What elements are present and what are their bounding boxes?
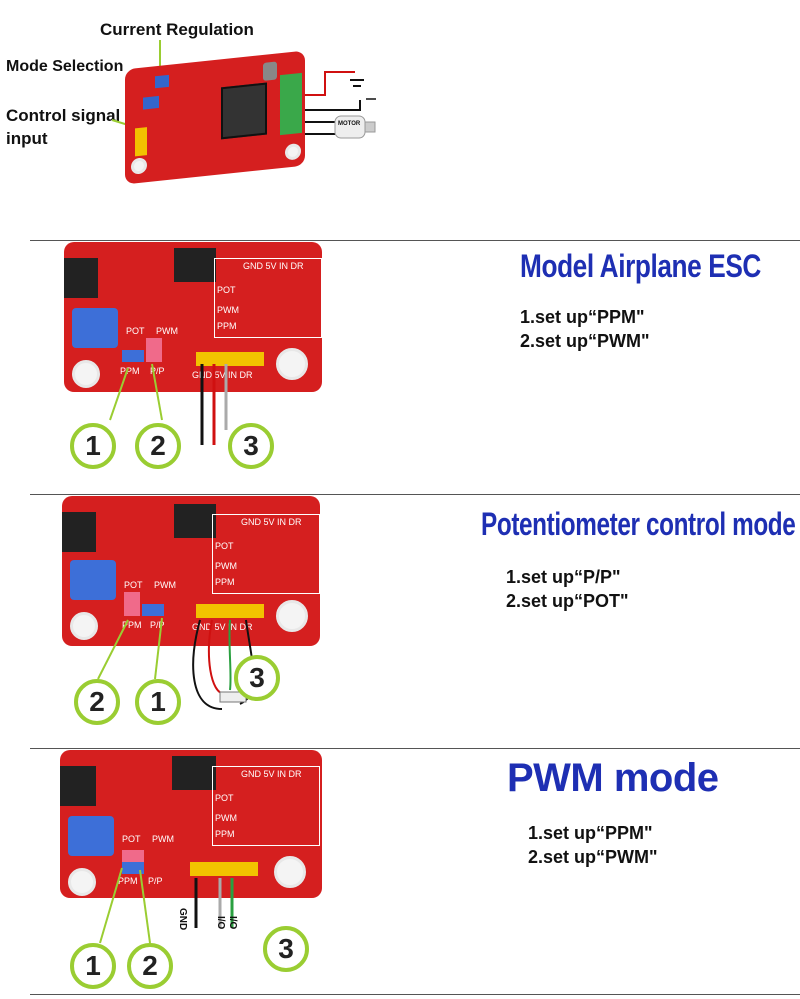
screw-terminal xyxy=(280,72,302,136)
jumper-pot xyxy=(124,592,140,616)
jumper-label-pot: POT xyxy=(126,326,145,336)
ic-chip xyxy=(174,248,216,282)
wires-section-1 xyxy=(109,363,228,445)
jumper-label-pp: P/P xyxy=(148,876,163,886)
board-section-3: GND 5V IN DR POT PWM PPM POT PWM PPM P/P xyxy=(60,750,322,898)
step-2: 2.set up“POT" xyxy=(506,591,629,611)
jumper-label-pot: POT xyxy=(124,580,143,590)
potentiometer xyxy=(72,308,118,348)
potentiometer xyxy=(68,816,114,856)
ic-chip xyxy=(172,756,216,790)
label-current-regulation: Current Regulation xyxy=(100,20,254,39)
board-section-2: GND 5V IN DR POT PWM PPM POT PWM PPM P/P… xyxy=(62,496,320,646)
jumper-label-ppm: PPM xyxy=(120,366,140,376)
label-mode-selection: Mode Selection xyxy=(6,58,124,75)
marker-2: 2 xyxy=(127,943,173,989)
jumper-pwm xyxy=(146,338,162,362)
regulator-chip xyxy=(62,512,96,552)
mount-hole xyxy=(276,348,308,380)
table-row-ppm: PPM xyxy=(215,829,235,839)
potentiometer xyxy=(155,74,169,89)
signal-header xyxy=(135,127,147,157)
wire-label-gnd: GND xyxy=(177,908,188,931)
jumper-ppm xyxy=(122,350,144,362)
mode-table: GND 5V IN DR POT PWM PPM xyxy=(212,514,320,594)
jumper-label-pwm: PWM xyxy=(154,580,176,590)
table-row-pot: POT xyxy=(215,541,234,551)
section-title: Potentiometer control mode xyxy=(481,506,796,542)
mode-table: GND 5V IN DR POT PWM PPM xyxy=(212,766,320,846)
step-2: 2.set up“PWM" xyxy=(528,847,658,867)
table-row-pot: POT xyxy=(215,793,234,803)
mode-table: GND 5V IN DR POT PWM PPM xyxy=(214,258,322,338)
capacitor xyxy=(263,61,277,81)
wires-section-3 xyxy=(99,867,234,944)
step-1: 1.set up“PPM" xyxy=(520,307,645,327)
board-section-1: GND 5V IN DR POT PWM PPM POT PWM PPM P/P… xyxy=(64,242,322,392)
table-row-pwm: PWM xyxy=(215,813,237,823)
marker-1: 1 xyxy=(70,423,116,469)
marker-3: 3 xyxy=(234,655,280,701)
marker-2: 2 xyxy=(135,423,181,469)
divider-bottom xyxy=(30,994,800,995)
pin-labels: GND 5V IN DR xyxy=(192,370,253,380)
wire-label-io-2: I/O xyxy=(227,916,238,930)
step-2: 2.set up“PWM" xyxy=(520,331,650,351)
mount-hole xyxy=(70,612,98,640)
table-row-ppm: PPM xyxy=(215,577,235,587)
marker-2: 2 xyxy=(74,679,120,725)
mount-hole xyxy=(72,360,100,388)
jumper-label-pot: POT xyxy=(122,834,141,844)
regulator-chip xyxy=(60,766,96,806)
divider-3 xyxy=(30,748,800,749)
table-header: GND 5V IN DR xyxy=(243,261,304,271)
section-title: PWM mode xyxy=(507,756,719,800)
jumper-label-pp: P/P xyxy=(150,366,165,376)
mount-hole xyxy=(131,157,147,175)
step-1: 1.set up“PPM" xyxy=(528,823,653,843)
jumper-pp xyxy=(142,604,164,616)
pin-labels: GND 5V IN DR xyxy=(192,622,253,632)
jumper-label-pwm: PWM xyxy=(152,834,174,844)
jumper-label-ppm: PPM xyxy=(122,620,142,630)
marker-3: 3 xyxy=(228,423,274,469)
ic-chip xyxy=(174,504,216,538)
jumper-label-ppm: PPM xyxy=(118,876,138,886)
mount-hole xyxy=(68,868,96,896)
mount-hole xyxy=(285,142,301,161)
divider-2 xyxy=(30,494,800,495)
table-row-pwm: PWM xyxy=(217,305,239,315)
table-header: GND 5V IN DR xyxy=(241,769,302,779)
table-row-ppm: PPM xyxy=(217,321,237,331)
top-driver-board xyxy=(125,50,305,185)
mount-hole xyxy=(274,856,306,888)
step-1: 1.set up“P/P" xyxy=(506,567,621,587)
marker-3: 3 xyxy=(263,926,309,972)
regulator-chip xyxy=(64,258,98,298)
mount-hole xyxy=(276,600,308,632)
pin-header xyxy=(190,862,258,876)
motor-label: MOTOR xyxy=(338,121,361,127)
label-control-signal: Control signal xyxy=(6,106,121,125)
top-pointer-lines xyxy=(111,40,376,139)
pin-header xyxy=(196,604,264,618)
jumper-ppm xyxy=(122,862,144,874)
table-header: GND 5V IN DR xyxy=(241,517,302,527)
marker-1: 1 xyxy=(70,943,116,989)
jumper-pwm xyxy=(122,850,144,862)
table-row-pwm: PWM xyxy=(215,561,237,571)
mode-jumper xyxy=(143,95,159,110)
divider-1 xyxy=(30,240,800,241)
heatsink xyxy=(221,82,267,140)
pin-header xyxy=(196,352,264,366)
wire-label-io-1: I/O xyxy=(215,916,226,930)
table-row-pot: POT xyxy=(217,285,236,295)
label-control-signal-input: input xyxy=(6,129,48,148)
potentiometer xyxy=(70,560,116,600)
jumper-label-pwm: PWM xyxy=(156,326,178,336)
marker-1: 1 xyxy=(135,679,181,725)
jumper-label-pp: P/P xyxy=(150,620,165,630)
section-title: Model Airplane ESC xyxy=(520,248,761,284)
